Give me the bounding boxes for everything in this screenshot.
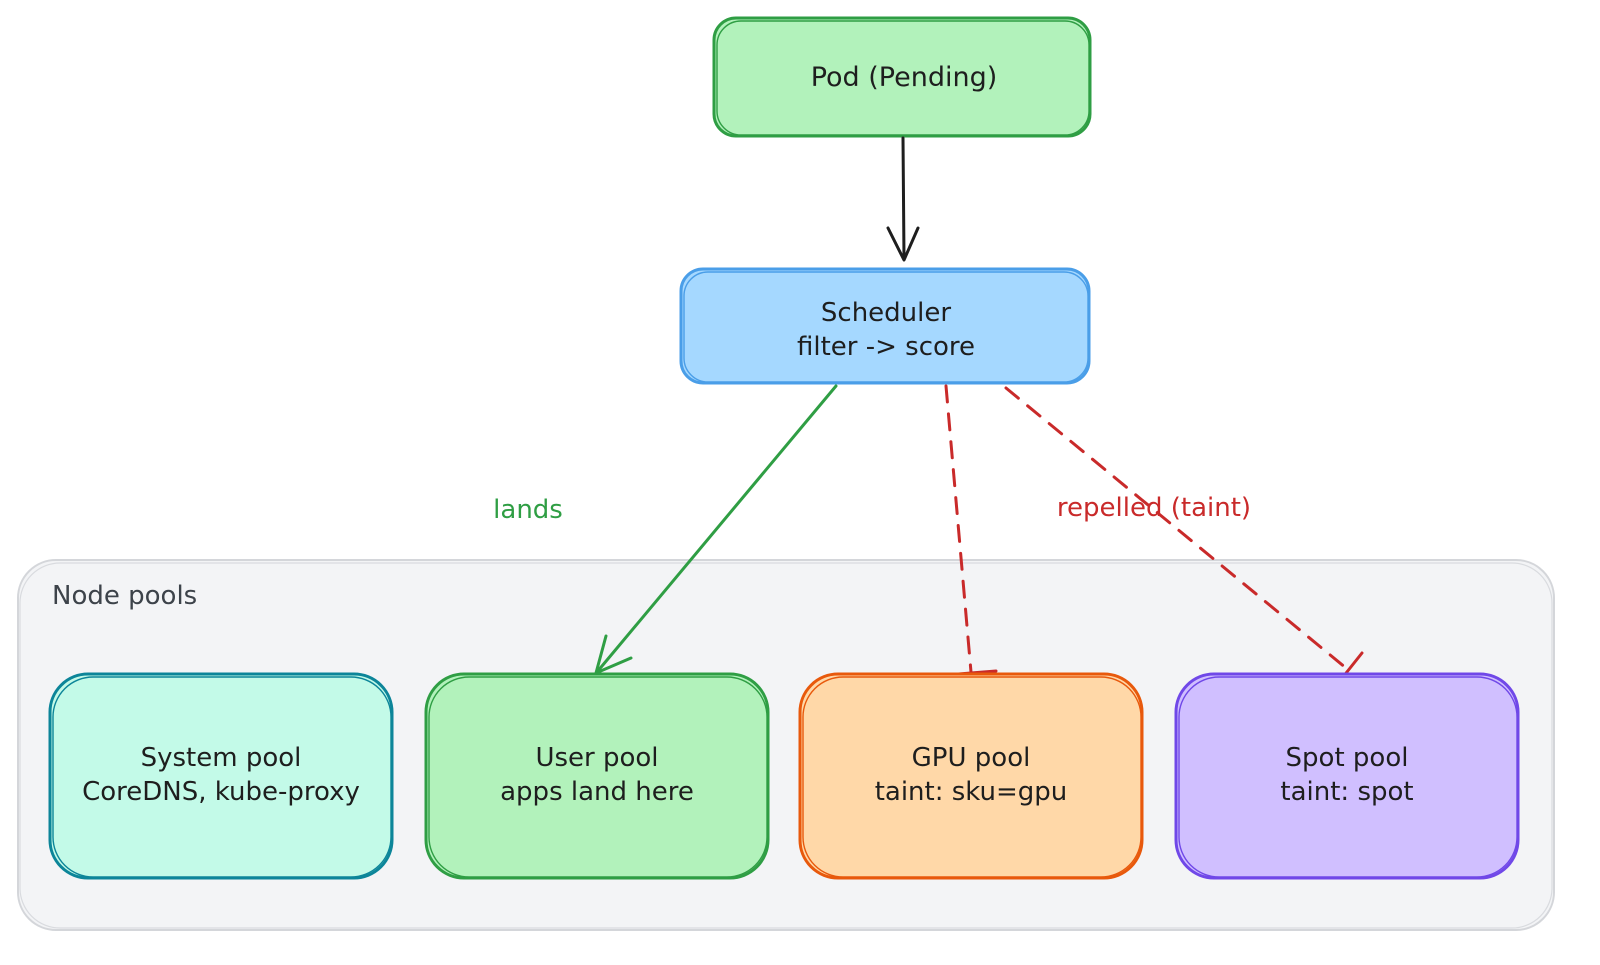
user-pool-title: User pool (535, 743, 658, 773)
pod-label: Pod (Pending) (811, 62, 998, 93)
scheduler-subtitle: filter -> score (797, 332, 975, 362)
scheduler-title: Scheduler (821, 298, 951, 328)
edge-repelled-label: repelled (taint) (1057, 493, 1251, 523)
node-pools-title: Node pools (52, 581, 197, 611)
spot-pool-title: Spot pool (1286, 743, 1409, 773)
scheduler-node[interactable]: Scheduler filter -> score (679, 267, 1091, 385)
user-pool-node[interactable]: User pool apps land here (424, 672, 770, 880)
edge-repelled-spot: repelled (taint) (1004, 386, 1364, 694)
pod-node[interactable]: Pod (Pending) (712, 16, 1092, 138)
edge-lands-label: lands (493, 495, 563, 525)
gpu-pool-node[interactable]: GPU pool taint: sku=gpu (798, 672, 1144, 880)
system-pool-title: System pool (141, 743, 302, 773)
spot-pool-node[interactable]: Spot pool taint: spot (1174, 672, 1520, 880)
node-pools-group: Node pools (17, 559, 1555, 931)
gpu-pool-title: GPU pool (912, 743, 1031, 773)
arrow-pod-to-scheduler (886, 136, 920, 262)
user-pool-detail: apps land here (500, 777, 694, 807)
system-pool-detail: CoreDNS, kube-proxy (82, 777, 360, 807)
gpu-pool-detail: taint: sku=gpu (875, 777, 1068, 807)
spot-pool-detail: taint: spot (1280, 777, 1413, 807)
system-pool-node[interactable]: System pool CoreDNS, kube-proxy (48, 672, 394, 880)
